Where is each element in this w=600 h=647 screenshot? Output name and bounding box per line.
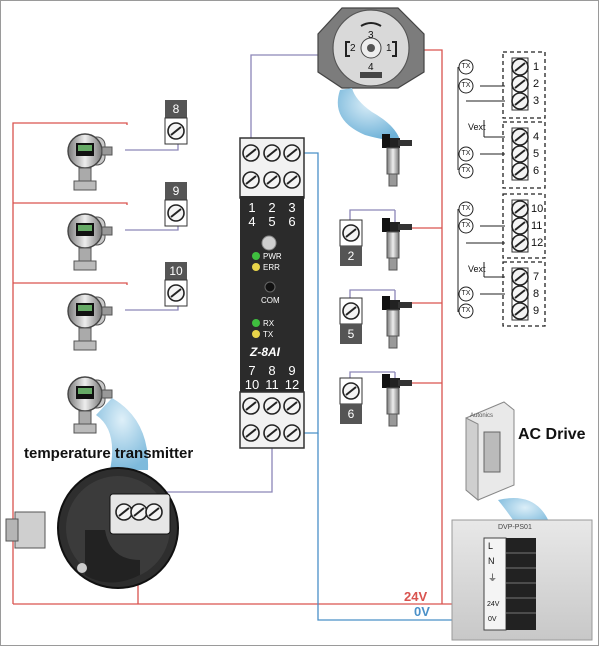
tx-label: TX [461, 222, 471, 229]
left-terminal-tag-10 [164, 262, 188, 307]
middle-tag-label: 2 [347, 249, 355, 263]
psu-terminal-label: L [488, 541, 494, 551]
left-tag-label: 9 [172, 184, 180, 198]
connector-bubble [337, 88, 400, 141]
vext-label: Vext [468, 264, 486, 274]
connector-pin: 1 [386, 43, 392, 54]
zoom-bubble [96, 398, 149, 470]
led-err-label: ERR [263, 263, 280, 272]
tx-row-number: 2 [533, 78, 540, 90]
tx-row-number: 5 [533, 148, 540, 160]
ac-drive-label: AC Drive [518, 426, 586, 443]
channel-label: 10 [244, 377, 260, 392]
pressure-sensor-2 [381, 217, 413, 271]
channel-label: 1 [248, 200, 256, 215]
tx-label: TX [461, 82, 471, 89]
ac-drive-brand: Autonics [470, 413, 494, 419]
connector-pin: 3 [368, 30, 374, 41]
ac-drive-device [465, 401, 515, 502]
m12-connector [317, 7, 425, 89]
channel-label: 2 [268, 200, 276, 215]
tx-row-number: 10 [531, 203, 544, 215]
psu-terminal-label: N [488, 556, 495, 566]
led-pwr-label: PWR [263, 252, 282, 261]
connector-pin: 2 [350, 43, 356, 54]
tx-row-number: 4 [533, 131, 540, 143]
tx-row-number: 12 [531, 237, 544, 249]
pressure-sensor-top [381, 133, 413, 187]
module-name: Z-8AI [250, 345, 280, 359]
channel-label: 3 [288, 200, 296, 215]
tx-label: TX [461, 167, 471, 174]
com-label: COM [261, 296, 280, 305]
tx-circles [458, 59, 474, 319]
temperature-transmitter-2 [67, 213, 113, 271]
channel-label: 5 [268, 214, 276, 229]
tx-row-number: 6 [533, 165, 540, 177]
transmitter-housing-closeup [5, 467, 179, 589]
tx-row-number: 9 [533, 305, 540, 317]
channel-label: 12 [284, 377, 300, 392]
24v-label: 24V [404, 589, 428, 604]
0v-label: 0V [414, 604, 430, 619]
middle-terminal-tag-2 [339, 219, 363, 266]
left-terminal-tag-9 [164, 182, 188, 227]
left-terminal-tag-8 [164, 100, 188, 145]
channel-label: 4 [248, 214, 256, 229]
tx-label: TX [461, 205, 471, 212]
tx-label: TX [461, 63, 471, 70]
psu-terminal-label: 24V [487, 601, 500, 608]
temperature-transmitter-3 [67, 293, 113, 351]
tx-block-bottom [457, 193, 546, 327]
middle-tag-label: 5 [347, 327, 355, 341]
tx-label: TX [461, 290, 471, 297]
vext-label: Vext [468, 122, 486, 132]
middle-tag-label: 6 [347, 407, 355, 421]
tx-row-number: 3 [533, 95, 540, 107]
pressure-sensor-6 [381, 373, 413, 427]
tx-block-top [457, 51, 546, 189]
temperature-transmitter-1 [67, 133, 113, 191]
temperature-transmitter-label: temperature transmitter [24, 445, 194, 462]
left-tag-label: 8 [172, 102, 180, 116]
connector-pin: 4 [368, 62, 374, 73]
led-tx-label: TX [263, 330, 274, 339]
channel-label: 7 [248, 363, 256, 378]
power-supply-block [451, 519, 593, 641]
blue-wires [292, 152, 498, 621]
tx-row-number: 7 [533, 271, 540, 283]
channel-label: 8 [268, 363, 276, 378]
middle-terminal-tag-6 [339, 377, 363, 424]
led-rx-label: RX [263, 319, 275, 328]
tx-row-number: 11 [531, 220, 543, 232]
tx-label: TX [461, 150, 471, 157]
tx-label: TX [461, 307, 471, 314]
channel-label: 9 [288, 363, 296, 378]
pressure-sensor-5 [381, 295, 413, 349]
tx-row-number: 1 [533, 61, 540, 73]
channel-label: 11 [265, 377, 279, 392]
channel-label: 6 [288, 214, 296, 229]
z8ai-module [239, 137, 305, 449]
middle-terminal-tag-5 [339, 297, 363, 344]
psu-terminal-label: ⏚ [488, 573, 498, 583]
tx-row-number: 8 [533, 288, 540, 300]
psu-terminal-label: 0V [488, 616, 497, 623]
temperature-transmitter-4 [67, 376, 113, 434]
psu-model: DVP-PS01 [498, 524, 532, 531]
left-tag-label: 10 [169, 264, 183, 278]
